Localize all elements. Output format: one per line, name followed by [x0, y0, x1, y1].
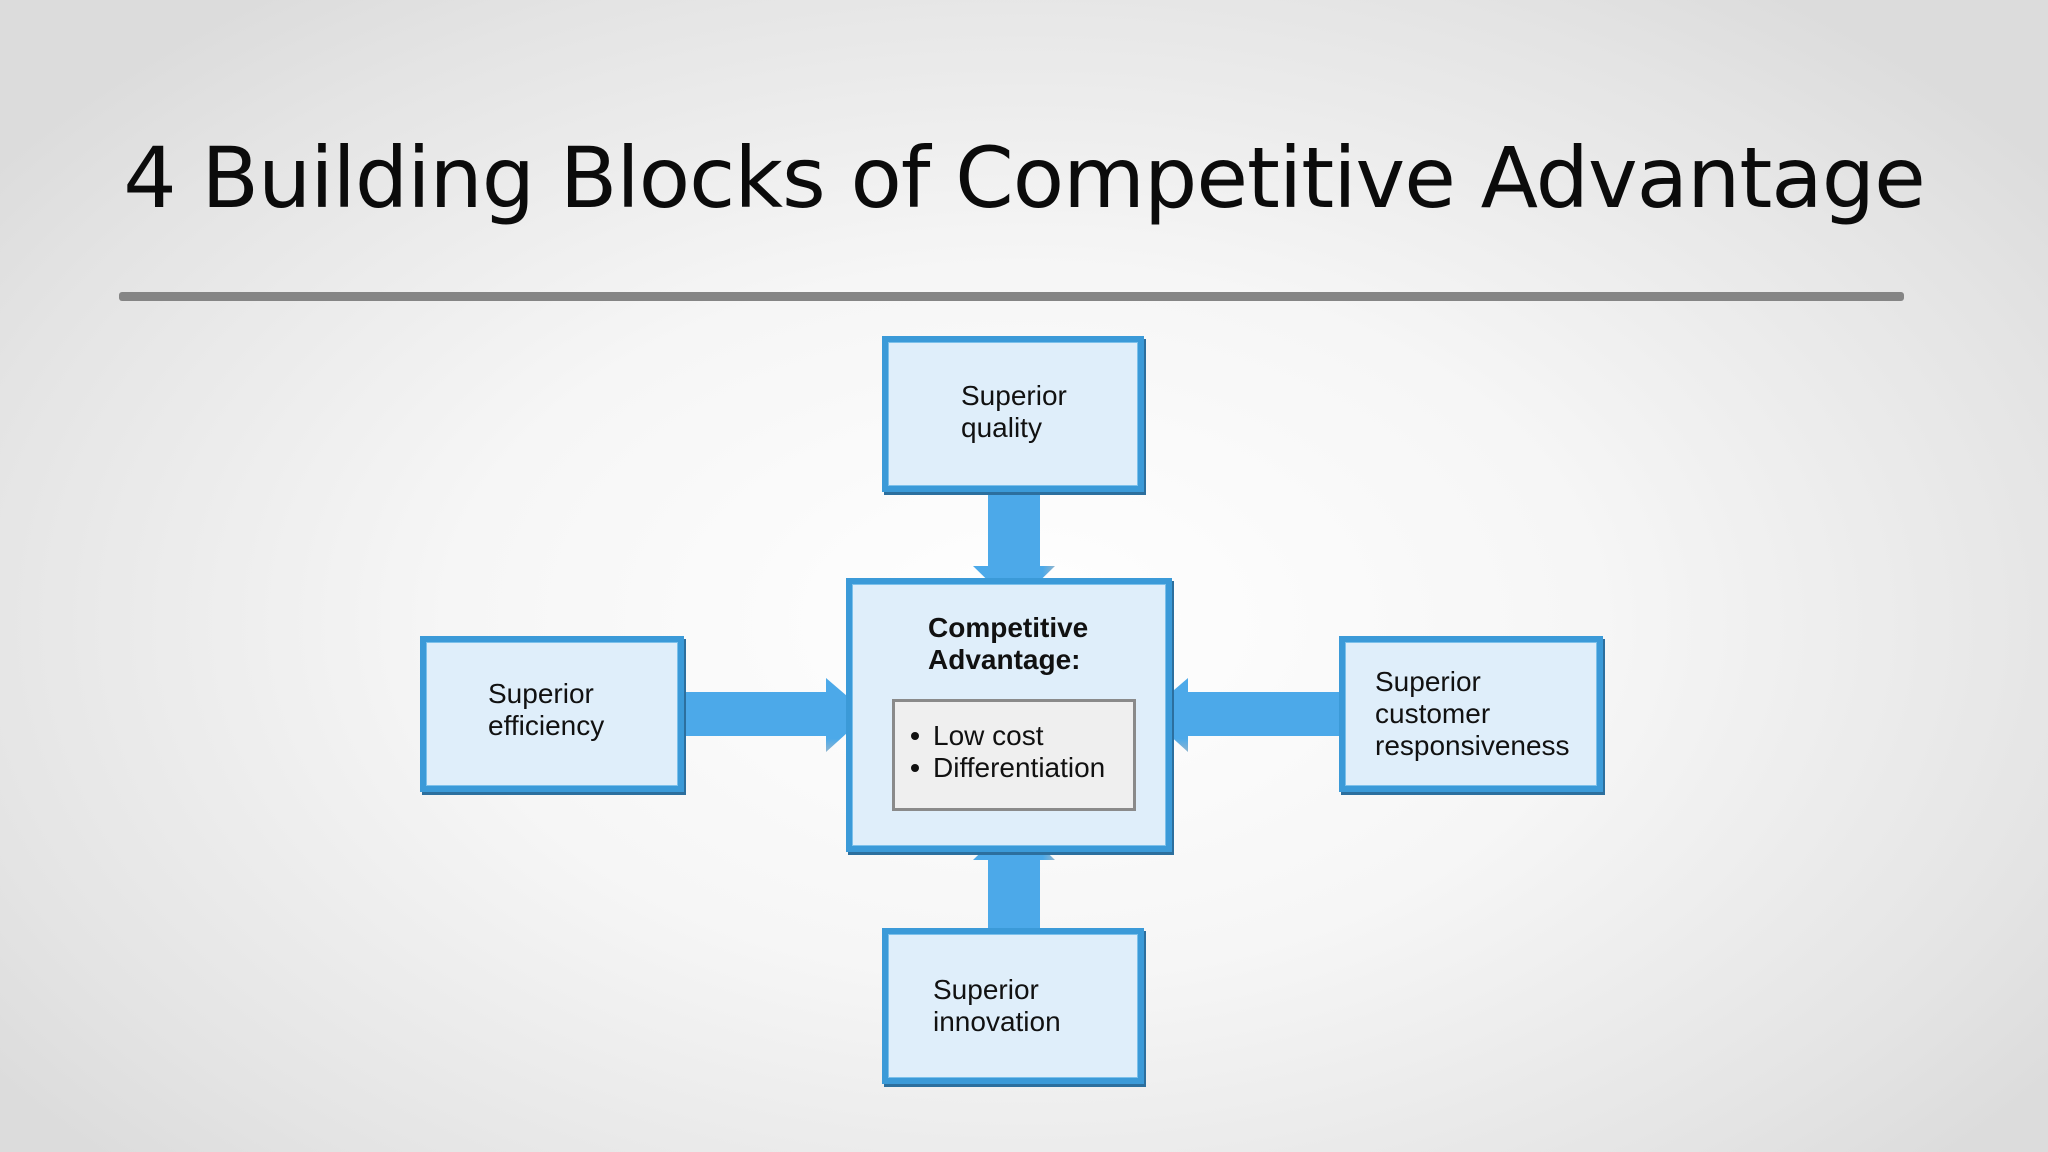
bullet-icon [911, 764, 919, 772]
center-heading: Competitive Advantage: [928, 612, 1089, 675]
list-item: Low cost [911, 720, 1133, 752]
advantage-types-list: Low cost Differentiation [892, 699, 1136, 811]
list-item-label: Low cost [933, 720, 1044, 751]
title-divider [119, 292, 1904, 301]
arrow-from-efficiency [684, 678, 868, 752]
block-superior-efficiency: Superior efficiency [420, 636, 684, 792]
list-item: Differentiation [911, 752, 1133, 784]
block-label: Superior efficiency [488, 678, 605, 741]
bullet-icon [911, 732, 919, 740]
block-label: Superior quality [961, 380, 1067, 443]
block-competitive-advantage: Competitive Advantage: Low cost Differen… [846, 578, 1172, 852]
slide-title: 4 Building Blocks of Competitive Advanta… [123, 129, 1926, 227]
block-label: Superior customer responsiveness [1375, 666, 1570, 761]
arrow-from-responsiveness [1146, 678, 1340, 752]
block-label: Superior innovation [933, 974, 1061, 1037]
list-item-label: Differentiation [933, 752, 1106, 783]
block-superior-quality: Superior quality [882, 336, 1144, 492]
block-superior-customer-responsiveness: Superior customer responsiveness [1339, 636, 1603, 792]
block-superior-innovation: Superior innovation [882, 928, 1144, 1084]
